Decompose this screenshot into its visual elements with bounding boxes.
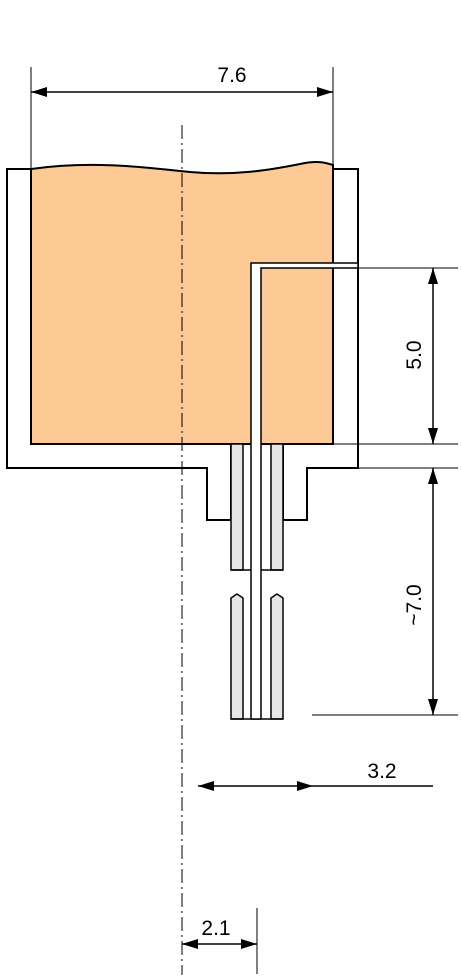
- dim-offset-bottom: 2.1: [201, 917, 230, 940]
- dim-lead-length: ~7.0: [403, 584, 426, 625]
- dim-electrode-depth: 5.0: [403, 340, 426, 369]
- lower-tube-left: [230, 593, 244, 720]
- dim-offset-right: 3.2: [367, 760, 396, 783]
- upper-tube-right: [270, 443, 284, 571]
- lower-tube-right: [270, 593, 284, 720]
- dim-width-top: 7.6: [217, 64, 246, 87]
- upper-tube-left: [230, 443, 244, 571]
- electrode-wire: [250, 262, 359, 720]
